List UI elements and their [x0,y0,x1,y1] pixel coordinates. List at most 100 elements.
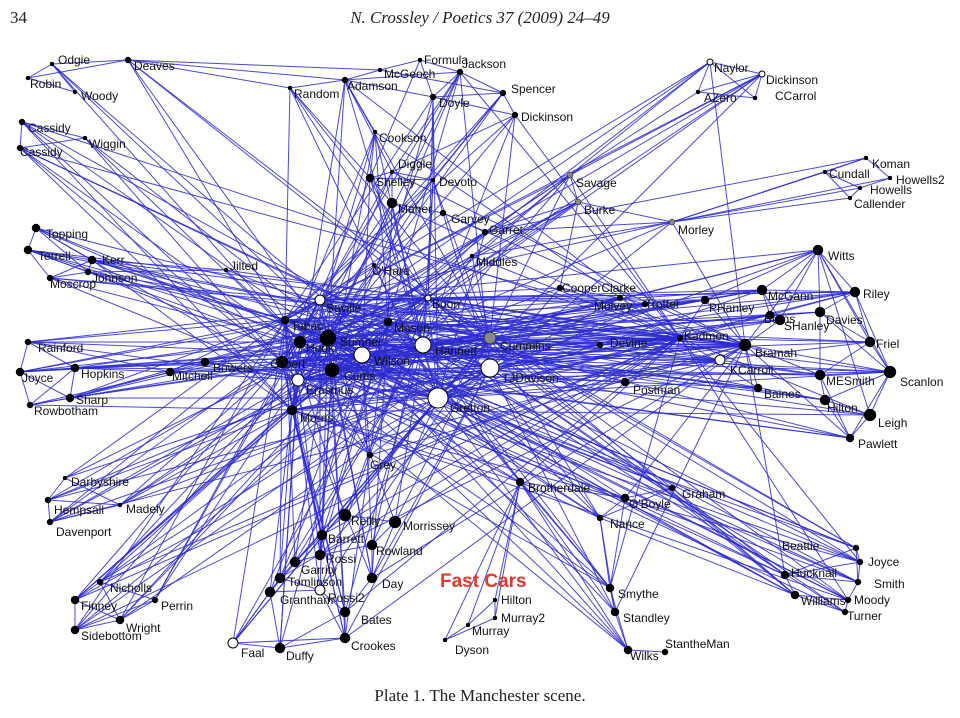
node-davenport [46,518,54,526]
node-tjdavison [480,358,500,378]
node-label-bramah: Bramah [755,346,797,360]
edge-doyle-tabac [284,96,434,321]
node-shelley [365,173,375,183]
node-label-gretton: Gretton [450,401,490,415]
node-nance [596,514,604,522]
node-johnson [84,268,92,276]
edge-duffy-faal [232,642,281,649]
edge-formula-jackson [419,59,461,73]
edge-trotter-boon [427,297,646,305]
node-label-howells: Howells [870,183,912,197]
label-layer: OdgieRobinWoodyDeavesCassidyCassidyWiggi… [20,53,945,663]
edge-wilks-stantheman [627,649,666,653]
edge-spencer-dickinson [502,92,516,116]
edge-hopkins-gilbert [74,361,283,369]
node-perrin [151,596,159,604]
edge-joyce-boon [19,297,429,373]
node-label-mesmith: MESmith [826,374,875,388]
edge-sidebottom-hannett [74,344,424,631]
edge-deaves-random [127,59,291,89]
edge-joyce-tabac [19,319,286,373]
edge-devoto-boon [427,179,434,299]
edge-rossi2-bates [319,589,346,613]
edge-postman-kcarroll [624,359,721,383]
edge-rowland-gretton [371,397,439,546]
node-erasmus [291,373,305,387]
edge-hucknall-bramah [744,344,786,576]
edge-madely-morris [119,409,293,506]
edge-mesmith-bramah [744,344,821,376]
node-label-oboyle: O'Boyle [629,497,671,511]
node-hilton [819,394,831,406]
node-label-bates: Bates [361,613,392,627]
node-label-brotherdale: Brotherdale [528,481,590,495]
node-diggle [389,169,395,175]
node-label-howells2: Howells2 [896,173,945,187]
node-label-finney: Finney [81,599,117,613]
node-label-morrissey: Morrissey [403,519,455,533]
edge-moscrop-saville [49,277,321,301]
node-label-dickinson: Dickinson [521,110,573,124]
edge-adamson-doyle [344,79,434,98]
edge-howells2-howells [859,177,891,189]
node-label-mcgann: McGann [768,289,813,303]
node-label-turner: Turner [847,609,882,623]
node-label-sharp: Sharp [76,393,108,407]
edge-pawlett-tjdavison [489,367,851,439]
edge-cassidy-sumner [21,121,329,339]
node-hook [293,335,307,349]
node-label-topping: Topping [46,227,88,241]
edge-burke-garret [484,201,579,233]
edge-morley-tjdavison [489,221,673,369]
edge-nance-tabac [284,319,601,519]
edge-moody-tabac [284,319,849,601]
edge-rainford-joyce [19,341,29,373]
node-rowbotham [26,401,34,409]
node-deaves [124,56,132,64]
node-label-pawlett: Pawlett [858,437,898,451]
edge-cooperclarke-mulvey [559,287,621,299]
node-sharp [65,393,75,403]
edge-smith-erasmus [297,379,859,583]
edge-duffy-wilson [279,354,363,649]
edge-cassidy-wiggin [21,121,86,139]
node-label-cassidy: Cassidy [28,121,71,135]
node-label-joyceb: Joyce [868,555,900,569]
edge-maher-hannett [391,202,424,346]
edge-morrissey-day [371,521,396,579]
node-joyce [15,367,25,377]
edge-smythe-gilbert [281,361,611,589]
node-faal [227,637,239,649]
edge-formula-doyle [419,59,434,98]
edge-beattie-smith [855,547,859,583]
edge-smythe-wilks [609,587,629,651]
edge-morley-cundall [671,171,826,223]
node-label-callender: Callender [854,197,905,211]
node-label-day: Day [382,577,403,591]
edge-crookes-duffy [279,637,346,649]
edge-grey-bramah [369,344,746,456]
edge-moscrop-hook [49,277,301,343]
node-hannett [414,336,432,354]
edge-deaves-mcgeoch [127,59,381,71]
edge-beattie-cummins [489,337,857,549]
edge-perrin-saville [154,299,321,601]
edge-sumner-bramah [327,337,746,346]
edge-savage-kadmon [569,174,681,339]
edge-perrin-wright [119,599,156,621]
node-burke [574,198,582,206]
node-label-diggle: Diggle [398,157,432,171]
node-label-mitchell: Mitchell [172,369,213,383]
node-scanlon [883,365,897,379]
node-label-witts: Witts [828,249,855,263]
node-label-wilson: Wilson [374,354,410,368]
node-shanley [774,314,786,326]
node-label-spencer: Spencer [511,82,556,96]
edge-rainford-tabac [27,319,286,343]
edge-morley-callender [671,197,851,223]
edge-phanley-bramah [704,299,746,346]
edge-rossi2-cummins [319,337,491,591]
edge-mcgeoch-spencer [379,69,504,94]
edge-crookes-rossi2 [319,589,346,639]
node-label-erasmus: Erasmus [306,383,353,397]
